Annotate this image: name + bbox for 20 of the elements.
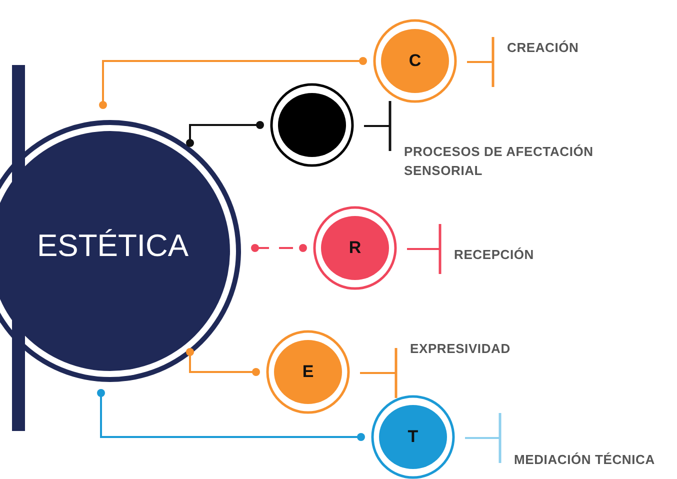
connector-line — [465, 413, 502, 463]
category-label: PROCESOS DE AFECTACIÓN SENSORIAL — [404, 143, 594, 180]
connector-line — [97, 389, 365, 441]
connector-line — [251, 244, 307, 252]
connector-line — [407, 224, 442, 274]
connector-line — [364, 101, 392, 151]
circle-letter: T — [406, 427, 420, 447]
circle-letter: C — [408, 51, 422, 71]
connector-line — [186, 348, 260, 376]
connector-line — [99, 57, 367, 109]
category-label: RECEPCIÓN — [454, 246, 534, 264]
connector-line — [467, 37, 494, 87]
category-label: EXPRESIVIDAD — [410, 340, 510, 358]
title-text: ESTÉTICA — [37, 228, 190, 264]
circle-letter: R — [348, 238, 362, 258]
circle-letter: E — [301, 362, 315, 382]
category-label: MEDIACIÓN TÉCNICA — [514, 450, 655, 468]
connector-line — [186, 121, 264, 147]
category-label: CREACIÓN — [507, 38, 579, 56]
connector-line — [360, 348, 398, 398]
